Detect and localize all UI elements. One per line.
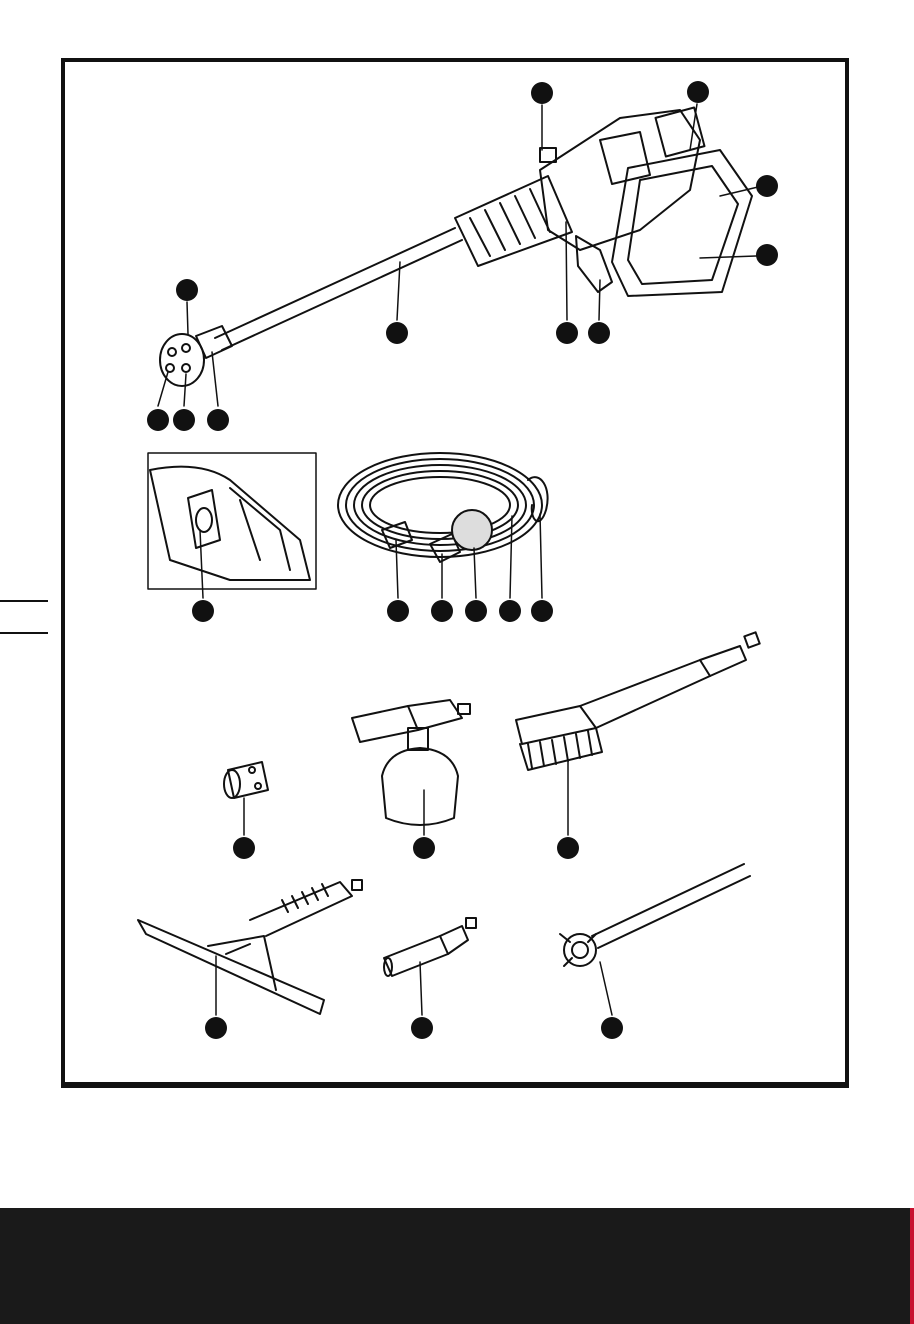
motor-body <box>540 110 700 250</box>
hose-float <box>452 510 492 550</box>
callout-marker-hose-3 <box>465 600 487 622</box>
pressure-washer-gun <box>160 108 752 386</box>
footer-accent-edge <box>910 1208 914 1324</box>
turbo-nozzle <box>384 918 476 976</box>
callout-marker-nozzle-2 <box>173 409 195 431</box>
footer-band <box>0 1208 914 1324</box>
callout-marker-brush <box>557 837 579 859</box>
callout-marker-inset <box>192 600 214 622</box>
angle-lance <box>560 864 750 966</box>
callout-marker-right-2 <box>756 244 778 266</box>
inset-box <box>148 453 316 589</box>
adapter-fitting <box>224 762 268 798</box>
callout-marker-hose-4 <box>499 600 521 622</box>
callout-marker-hose-2 <box>431 600 453 622</box>
callout-marker-lance <box>386 322 408 344</box>
wash-brush <box>516 632 760 770</box>
nozzle-connector <box>196 326 232 358</box>
callout-marker-top-1 <box>531 82 553 104</box>
callout-marker-turbo <box>411 1017 433 1039</box>
callout-marker-adapter <box>233 837 255 859</box>
callout-marker-body <box>556 322 578 344</box>
callout-marker-angle-lance <box>601 1017 623 1039</box>
foam-bottle <box>352 700 470 825</box>
callout-marker-nozzle-top <box>176 279 198 301</box>
callout-markers <box>147 81 778 1039</box>
callout-marker-nozzle-3 <box>207 409 229 431</box>
callout-marker-right-1 <box>756 175 778 197</box>
callout-marker-nozzle-1 <box>147 409 169 431</box>
callout-marker-hose-5 <box>531 600 553 622</box>
callout-marker-squeegee <box>205 1017 227 1039</box>
callout-marker-hose-1 <box>387 600 409 622</box>
hose-connector <box>382 522 412 548</box>
callout-marker-handle <box>588 322 610 344</box>
lance-tube <box>215 228 462 350</box>
leader-lines <box>158 104 758 1015</box>
window-squeegee <box>138 880 362 1014</box>
hose-coil <box>338 453 548 562</box>
callout-marker-top-2 <box>687 81 709 103</box>
callout-marker-foam <box>413 837 435 859</box>
inset-detail <box>150 467 310 580</box>
